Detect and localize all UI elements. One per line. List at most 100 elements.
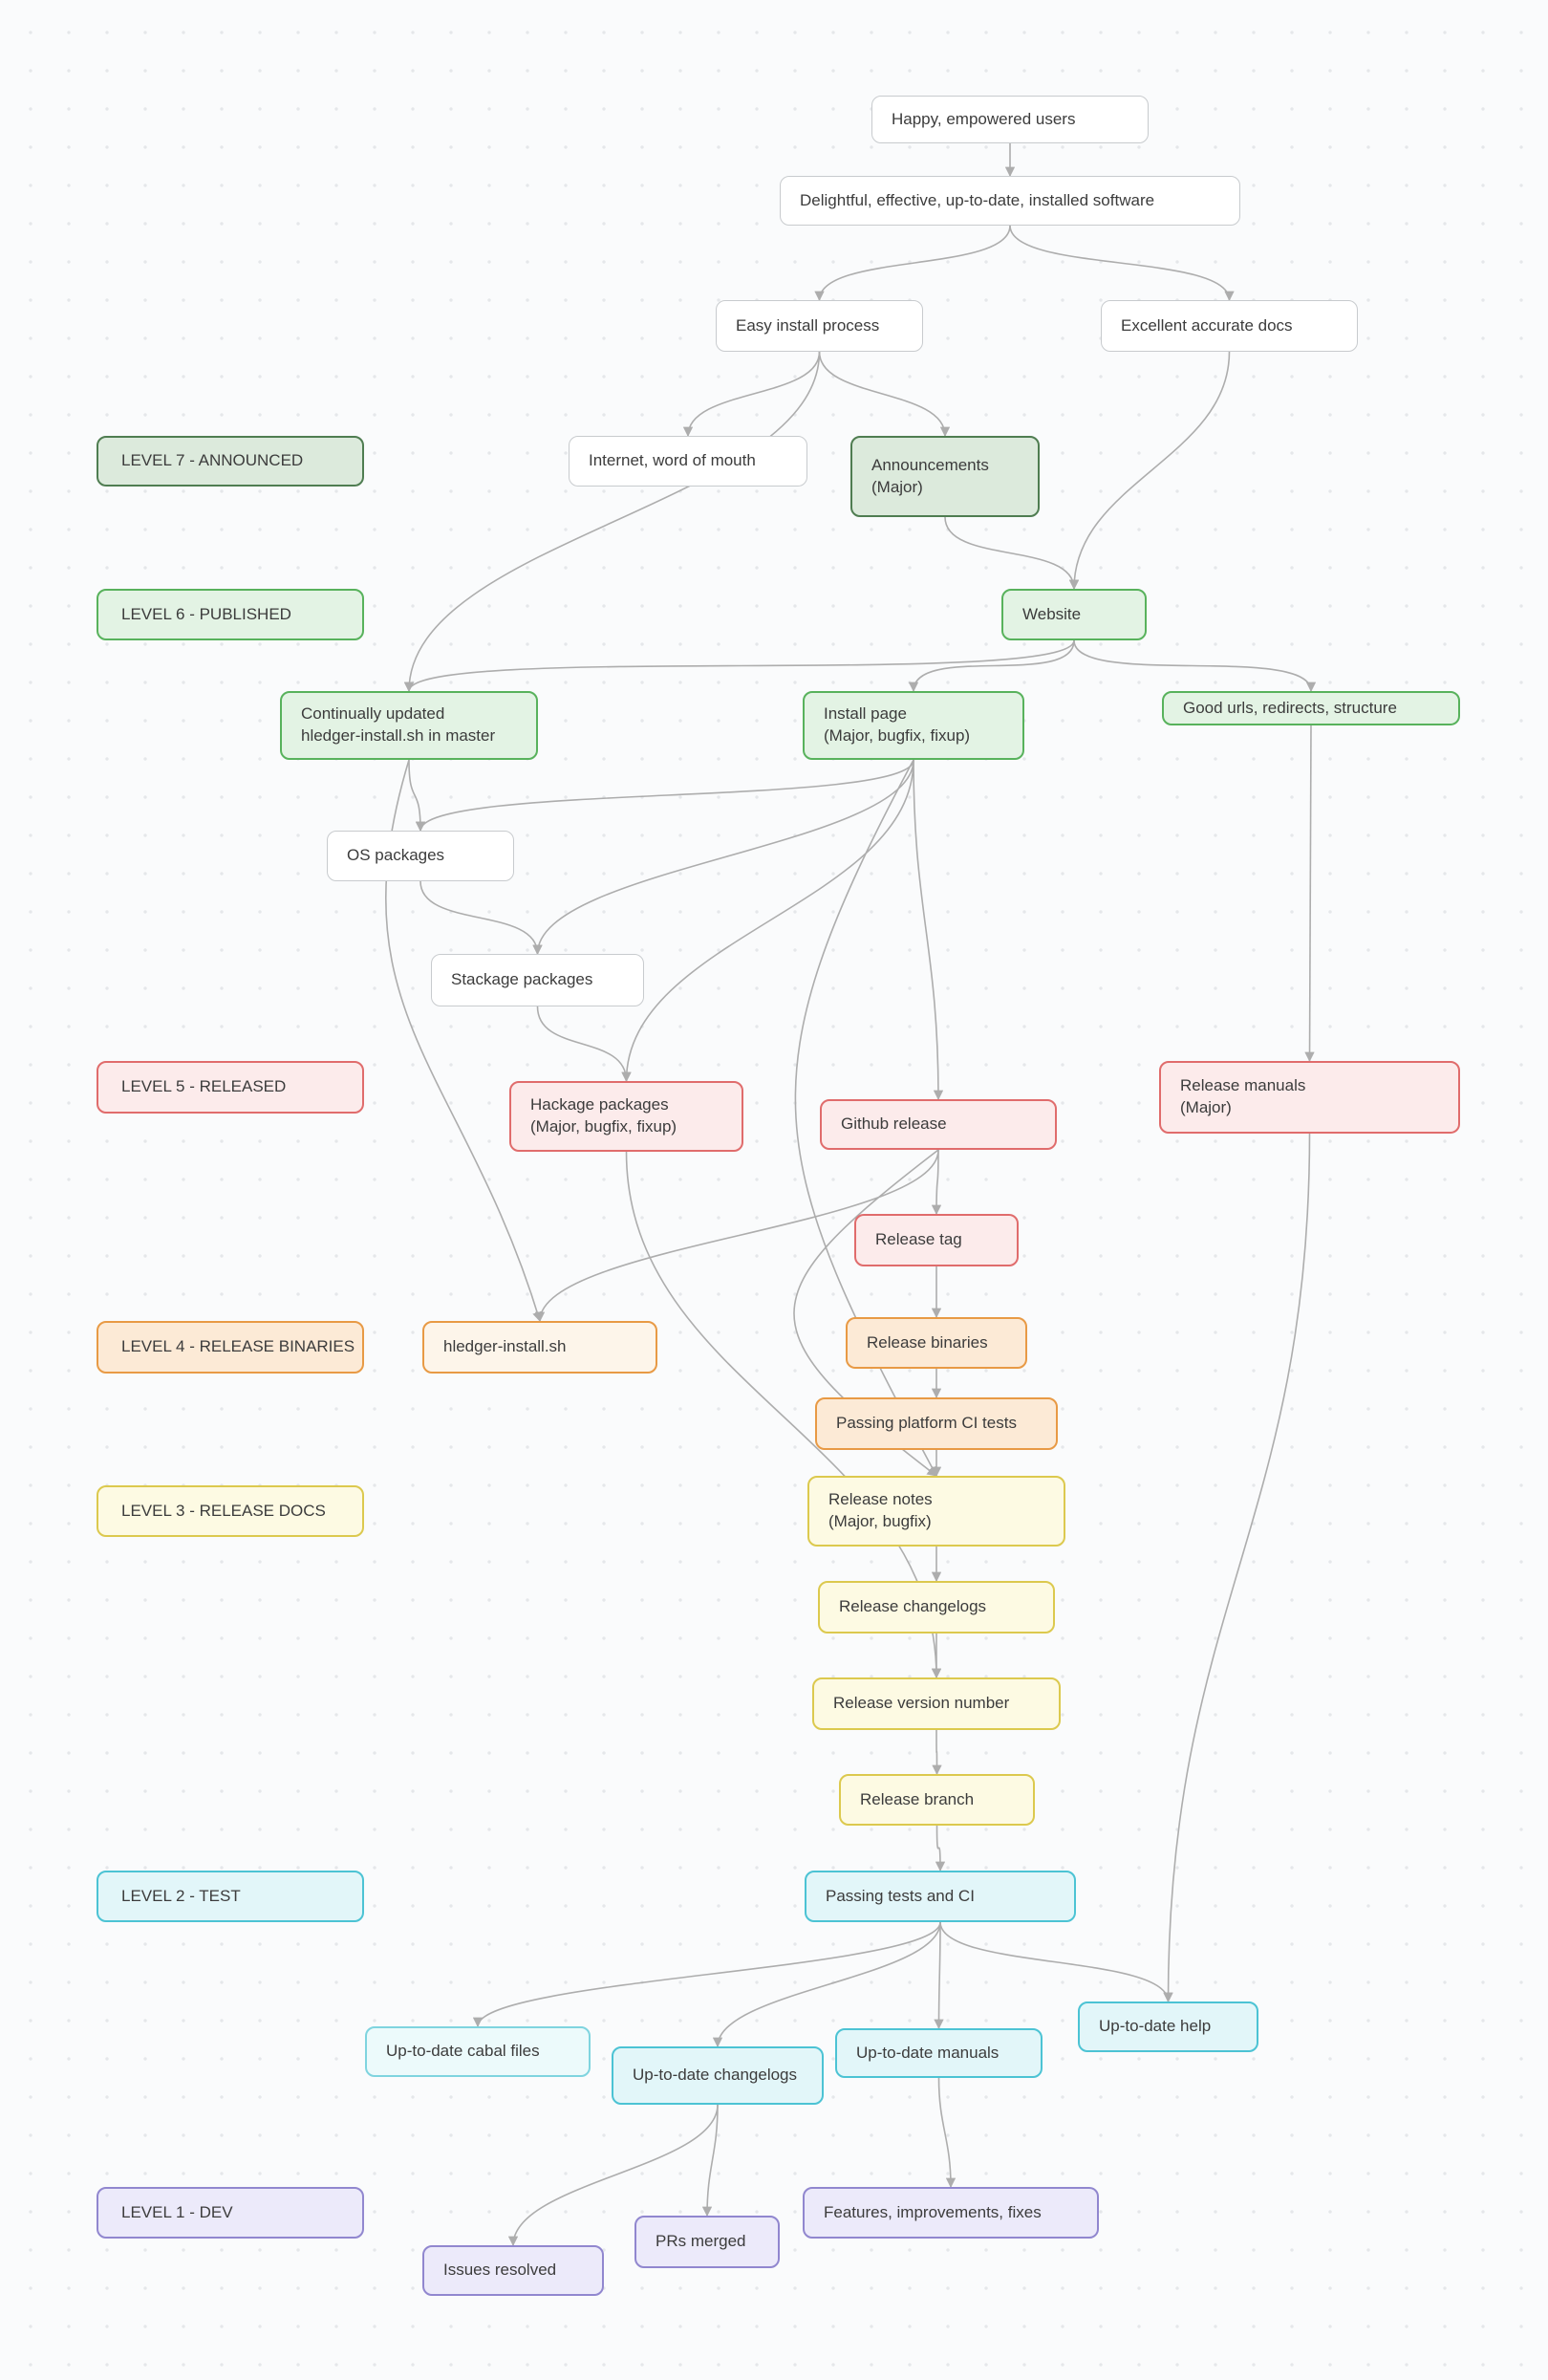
diagram-node-manuals: Up-to-date manuals xyxy=(835,2028,1043,2078)
level-label-text: LEVEL 4 - RELEASE BINARIES xyxy=(121,1337,355,1356)
node-label-text: Github release xyxy=(841,1114,947,1134)
node-label-text: Good urls, redirects, structure xyxy=(1183,698,1397,717)
diagram-node-help: Up-to-date help xyxy=(1078,2001,1258,2052)
node-label-text: Happy, empowered users xyxy=(892,109,1076,128)
node-label-text: Passing tests and CI xyxy=(826,1886,975,1905)
node-label-text: Up-to-date changelogs xyxy=(633,2066,798,2085)
edge-manuals-to-features xyxy=(937,2077,957,2189)
node-label-text: Delightful, effective, up-to-date, insta… xyxy=(800,190,1155,209)
edge-website-to-install-page xyxy=(908,639,1075,693)
node-label-text: Release manuals xyxy=(1180,1076,1306,1095)
edge-changelogs-to-issues xyxy=(507,2104,719,2247)
node-label-text: Up-to-date manuals xyxy=(856,2043,1000,2062)
node-label-text: PRs merged xyxy=(656,2232,746,2251)
level-label-text: LEVEL 1 - DEV xyxy=(121,2202,233,2221)
edge-github-release-to-hledger-install xyxy=(534,1149,939,1323)
diagram-node-release-binaries: Release binaries xyxy=(846,1317,1027,1369)
level-label-text: LEVEL 2 - TEST xyxy=(121,1886,241,1905)
level-label-5: LEVEL 5 - RELEASED xyxy=(97,1061,364,1114)
node-label-text: (Major, bugfix, fixup) xyxy=(824,726,971,745)
edge-good-urls-to-release-manuals xyxy=(1304,725,1315,1063)
node-label-text: Features, improvements, fixes xyxy=(824,2202,1042,2221)
diagram-node-passing-tests: Passing tests and CI xyxy=(805,1871,1076,1922)
node-label-text: (Major, bugfix) xyxy=(828,1512,932,1530)
diagram-node-changelogs: Up-to-date changelogs xyxy=(612,2046,824,2105)
edge-easy-install-to-announcements xyxy=(818,351,951,438)
edge-excellent-docs-to-website xyxy=(1068,351,1231,591)
diagram-node-prs: PRs merged xyxy=(634,2216,780,2268)
edge-delightful-to-excellent-docs xyxy=(1009,225,1235,302)
level-label-2: LEVEL 2 - TEST xyxy=(97,1871,364,1922)
diagram-node-cabal-files: Up-to-date cabal files xyxy=(365,2026,591,2077)
edge-passing-tests-to-help xyxy=(939,1921,1173,2003)
node-label-text: Up-to-date help xyxy=(1099,2017,1212,2036)
node-label-text: Hackage packages xyxy=(530,1095,669,1114)
edge-passing-tests-to-cabal-files xyxy=(472,1921,941,2028)
edge-passing-tests-to-manuals xyxy=(934,1921,944,2030)
node-label-text: (Major) xyxy=(1180,1098,1232,1116)
diagram-node-website: Website xyxy=(1001,589,1147,640)
diagram-node-happy: Happy, empowered users xyxy=(871,96,1149,143)
diagram-node-issues: Issues resolved xyxy=(422,2245,604,2296)
diagram-node-os-packages: OS packages xyxy=(327,831,514,881)
edge-release-version-to-release-branch xyxy=(932,1729,942,1776)
level-label-4: LEVEL 4 - RELEASE BINARIES xyxy=(97,1321,364,1374)
node-label-text: Excellent accurate docs xyxy=(1121,315,1293,335)
edge-os-packages-to-stackage xyxy=(419,880,543,956)
node-label-text: (Major) xyxy=(871,477,923,496)
node-label-text: Internet, word of mouth xyxy=(589,451,756,470)
diagram-node-hackage: Hackage packages (Major, bugfix, fixup) xyxy=(509,1081,743,1152)
level-label-text: LEVEL 7 - ANNOUNCED xyxy=(121,451,304,470)
diagram-node-easy-install: Easy install process xyxy=(716,300,923,352)
diagram-node-excellent-docs: Excellent accurate docs xyxy=(1101,300,1358,352)
node-label-text: Release notes xyxy=(828,1490,933,1509)
diagram-node-release-branch: Release branch xyxy=(839,1774,1035,1826)
node-label-text: Website xyxy=(1022,604,1082,623)
node-label-text: Release tag xyxy=(875,1230,962,1249)
node-label-text: Release changelogs xyxy=(839,1597,987,1616)
level-label-6: LEVEL 6 - PUBLISHED xyxy=(97,589,364,640)
diagram-node-good-urls: Good urls, redirects, structure xyxy=(1162,691,1460,725)
edge-continually-to-os-packages xyxy=(408,759,426,833)
edge-release-branch-to-passing-tests xyxy=(935,1825,946,1872)
edge-easy-install-to-internet xyxy=(682,351,821,438)
diagram-node-announcements: Announcements(Major) xyxy=(850,436,1040,517)
level-label-1: LEVEL 1 - DEV xyxy=(97,2187,364,2239)
edge-website-to-good-urls xyxy=(1073,639,1317,693)
node-label-text: Release branch xyxy=(860,1789,975,1808)
edge-install-page-to-github-release xyxy=(913,759,944,1101)
node-label-text: Issues resolved xyxy=(443,2261,557,2280)
edge-stackage-to-hackage xyxy=(536,1006,632,1083)
node-label-text: OS packages xyxy=(347,846,445,865)
edge-github-release-to-release-tag xyxy=(931,1149,942,1216)
diagram-node-delightful: Delightful, effective, up-to-date, insta… xyxy=(780,176,1240,226)
node-label-text: hledger-install.sh xyxy=(443,1337,567,1356)
diagram-node-internet: Internet, word of mouth xyxy=(569,436,807,487)
diagram-node-release-tag: Release tag xyxy=(854,1214,1019,1266)
edge-install-page-to-os-packages xyxy=(415,759,914,833)
diagram-node-release-notes: Release notes (Major, bugfix) xyxy=(807,1476,1065,1547)
diagram-node-passing-ci: Passing platform CI tests xyxy=(815,1397,1058,1450)
node-label-text: (Major, bugfix, fixup) xyxy=(530,1117,677,1136)
edge-passing-tests-to-changelogs xyxy=(712,1921,941,2048)
edge-delightful-to-easy-install xyxy=(814,225,1011,302)
diagram-node-features: Features, improvements, fixes xyxy=(803,2187,1099,2239)
edge-announcements-to-website xyxy=(944,516,1080,591)
level-label-7: LEVEL 7 - ANNOUNCED xyxy=(97,436,364,487)
diagram-node-release-manuals: Release manuals (Major) xyxy=(1159,1061,1460,1134)
level-label-3: LEVEL 3 - RELEASE DOCS xyxy=(97,1485,364,1537)
node-label-text: Release binaries xyxy=(867,1332,988,1352)
edge-easy-install-to-continually xyxy=(403,351,821,693)
edge-install-page-to-hackage xyxy=(621,759,914,1083)
node-label-text: Install page xyxy=(824,704,907,724)
edge-release-manuals-to-help xyxy=(1163,1133,1311,2003)
diagram-node-release-version: Release version number xyxy=(812,1677,1061,1730)
diagram-node-install-page: Install page (Major, bugfix, fixup) xyxy=(803,691,1024,760)
node-label-text: Easy install process xyxy=(736,315,880,335)
node-label-text: Continually updated xyxy=(301,704,445,724)
diagram-node-github-release: Github release xyxy=(820,1099,1057,1150)
node-label-text: Release version number xyxy=(833,1694,1010,1713)
